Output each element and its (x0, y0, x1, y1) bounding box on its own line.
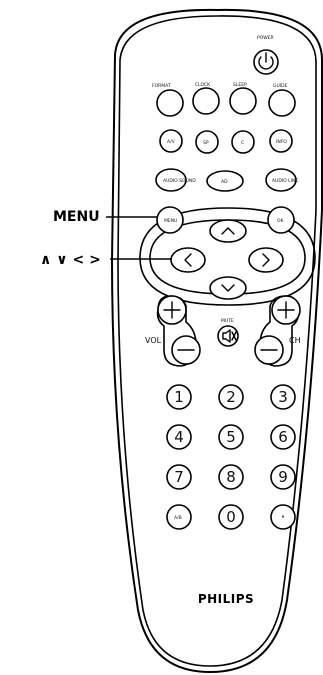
menu-button-label: MENU (164, 218, 177, 224)
menu-button[interactable] (156, 206, 184, 234)
dot-button[interactable] (270, 504, 296, 530)
digit-9-button[interactable] (270, 464, 296, 490)
ok-button-label: OK (277, 218, 285, 224)
av-input-button[interactable] (166, 504, 192, 530)
chevron-right-icon (262, 253, 270, 267)
power-icon (258, 52, 274, 70)
guide-label: GUIDE (273, 83, 288, 89)
ad-label: AD (221, 179, 228, 185)
chevron-down-icon (221, 284, 235, 292)
digit-2-label: 2 (226, 388, 236, 406)
digit-6-button[interactable] (270, 424, 296, 450)
digit-3-button[interactable] (270, 384, 296, 410)
sleep-label: SLEEP (233, 82, 247, 88)
digit-0-button[interactable] (218, 504, 244, 530)
av-input-label: A/B (174, 515, 182, 521)
up-arrow-button[interactable] (209, 219, 247, 243)
sp-button[interactable] (195, 130, 219, 154)
guide-button[interactable] (268, 89, 296, 117)
down-arrow-button[interactable] (209, 276, 247, 300)
av-button-label: A/V (167, 139, 176, 145)
digit-5-label: 5 (226, 428, 236, 446)
av-button[interactable] (159, 129, 183, 153)
audio-sound-label: AUDIO SOUND (163, 178, 196, 184)
mute-button[interactable] (217, 325, 239, 347)
audio-line-button[interactable] (265, 168, 297, 192)
digit-4-label: 4 (174, 428, 184, 446)
digit-1-button[interactable] (166, 384, 192, 410)
info-button-label: INFO (276, 139, 287, 145)
chevron-left-icon (184, 253, 192, 267)
sp-button-label: SP (203, 140, 209, 146)
format-label: FORMAT (152, 83, 171, 89)
vol-label: VOL (145, 336, 162, 345)
digit-7-button[interactable] (166, 464, 192, 490)
digit-3-label: 3 (278, 388, 288, 406)
nav-ring-inner-outline (149, 219, 306, 295)
arrows-callout: ∧ ∨ < > (40, 252, 101, 268)
right-arrow-button[interactable] (248, 247, 284, 273)
format-button[interactable] (156, 89, 184, 117)
mute-icon (222, 329, 237, 343)
mute-label: MUTE (221, 318, 234, 324)
digit-1-label: 1 (174, 388, 184, 406)
dot-label: · (281, 508, 286, 526)
remote-body-inner-outline (117, 15, 317, 667)
c-button-label: C (241, 140, 244, 146)
power-label: POWER (257, 35, 274, 41)
clock-button[interactable] (192, 87, 220, 115)
digit-0-label: 0 (226, 508, 236, 526)
c-button[interactable] (231, 130, 255, 154)
digit-8-button[interactable] (218, 464, 244, 490)
brand-logo-text: PHILIPS (198, 592, 254, 606)
digit-2-button[interactable] (218, 384, 244, 410)
plus-icon (163, 301, 181, 319)
digit-7-label: 7 (174, 468, 184, 486)
clock-label: CLOCK (195, 82, 211, 88)
left-arrow-button[interactable] (170, 247, 206, 273)
digit-4-button[interactable] (166, 424, 192, 450)
audio-line-label: AUDIO LINE (272, 178, 298, 184)
ok-button[interactable] (267, 206, 295, 234)
menu-callout: MENU (53, 209, 100, 225)
plus-icon (277, 301, 295, 319)
chevron-up-icon (221, 227, 235, 235)
digit-9-label: 9 (278, 468, 288, 486)
sleep-button[interactable] (229, 87, 257, 115)
ad-button[interactable] (206, 170, 244, 192)
digit-8-label: 8 (226, 468, 236, 486)
digit-5-button[interactable] (218, 424, 244, 450)
info-button[interactable] (269, 129, 293, 153)
ch-label: CH (289, 336, 301, 345)
digit-6-label: 6 (278, 428, 288, 446)
audio-sound-button[interactable] (155, 168, 187, 192)
